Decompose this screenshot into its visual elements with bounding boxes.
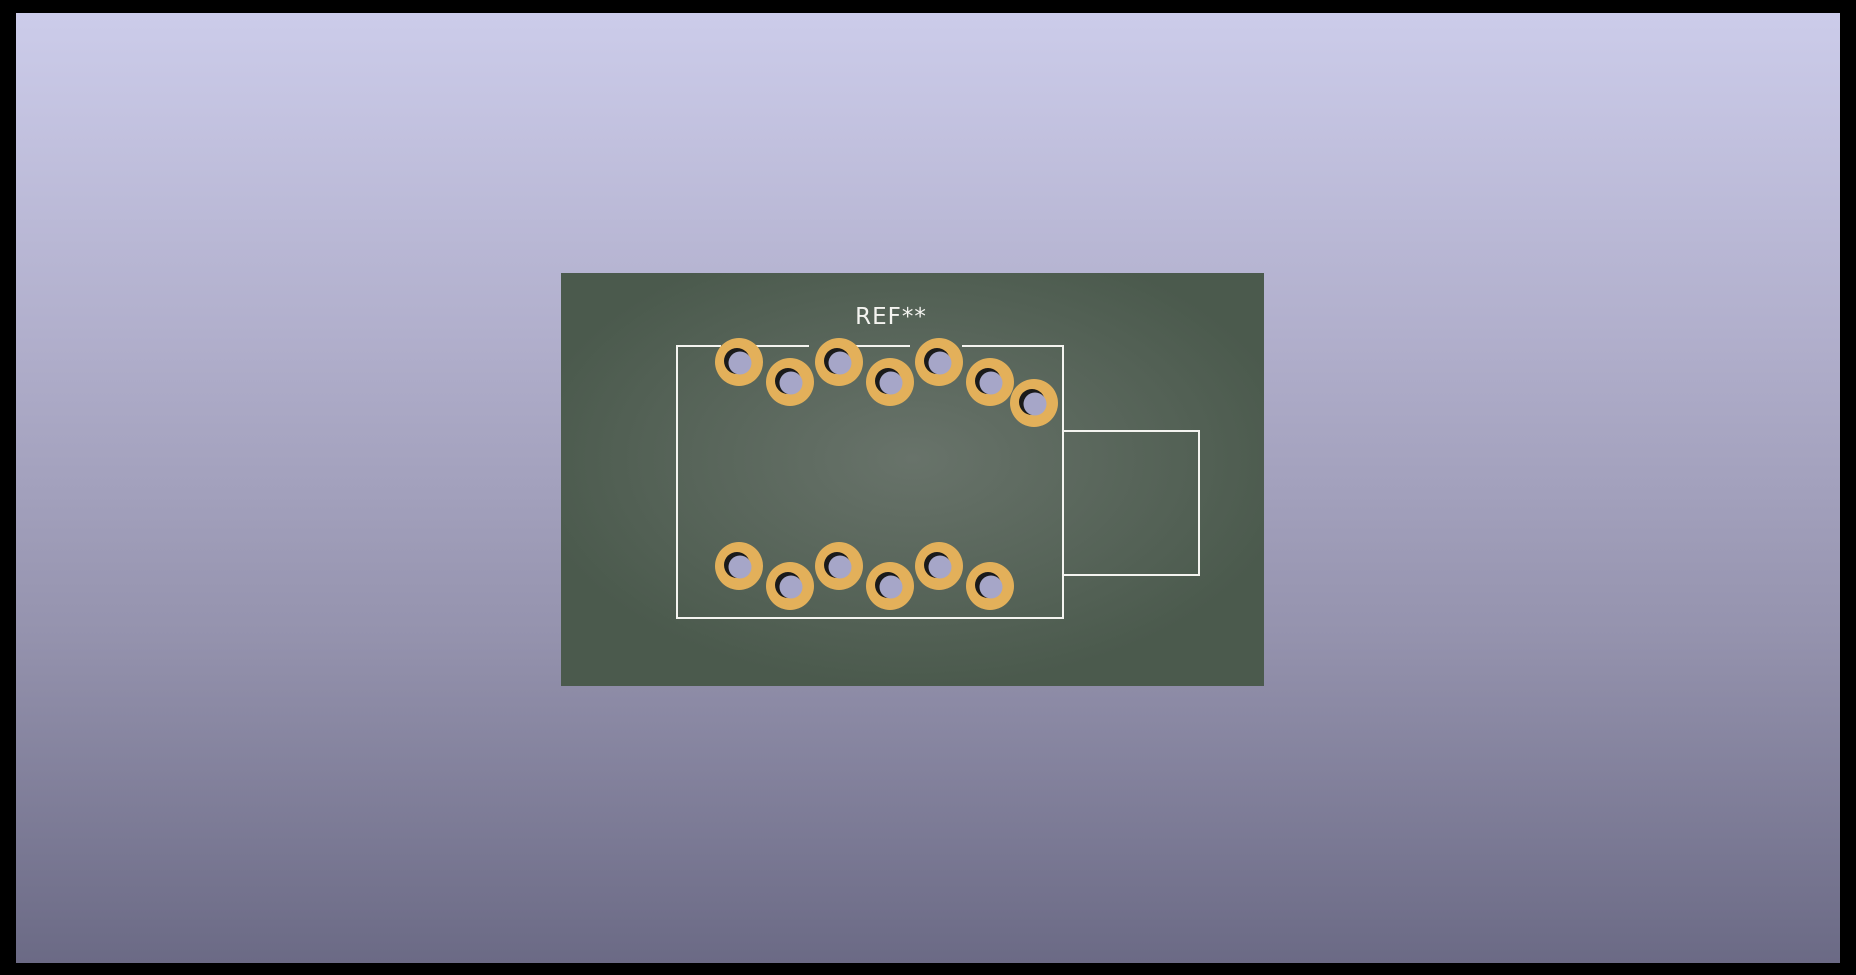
pad-top-3 <box>815 338 863 386</box>
3d-viewport[interactable]: REF** <box>16 13 1840 963</box>
pad-bottom-2 <box>766 562 814 610</box>
pcb-render: REF** <box>561 273 1264 686</box>
pad-bottom-4 <box>866 562 914 610</box>
pad-drill-hole <box>928 351 952 375</box>
pad-drill-hole <box>828 555 852 579</box>
pad-drill-hole <box>1023 392 1047 416</box>
pad-drill-hole <box>728 555 752 579</box>
pad-bottom-5 <box>915 542 963 590</box>
pad-drill-hole <box>728 351 752 375</box>
pad-top-4 <box>866 358 914 406</box>
pad-bottom-6 <box>966 562 1014 610</box>
pad-drill-hole <box>779 371 803 395</box>
pad-drill-hole <box>928 555 952 579</box>
pad-drill-hole <box>779 575 803 599</box>
pad-top-7 <box>1010 379 1058 427</box>
pad-drill-hole <box>828 351 852 375</box>
pad-drill-hole <box>879 575 903 599</box>
pad-drill-hole <box>979 575 1003 599</box>
pad-top-6 <box>966 358 1014 406</box>
pcb-board <box>561 273 1264 686</box>
pad-bottom-3 <box>815 542 863 590</box>
pad-group <box>715 338 1058 610</box>
pad-top-1 <box>715 338 763 386</box>
pad-bottom-1 <box>715 542 763 590</box>
silkscreen-outline <box>676 345 1200 619</box>
reference-designator: REF** <box>855 304 927 330</box>
pad-drill-hole <box>979 371 1003 395</box>
pad-top-2 <box>766 358 814 406</box>
pad-top-5 <box>915 338 963 386</box>
pad-drill-hole <box>879 371 903 395</box>
